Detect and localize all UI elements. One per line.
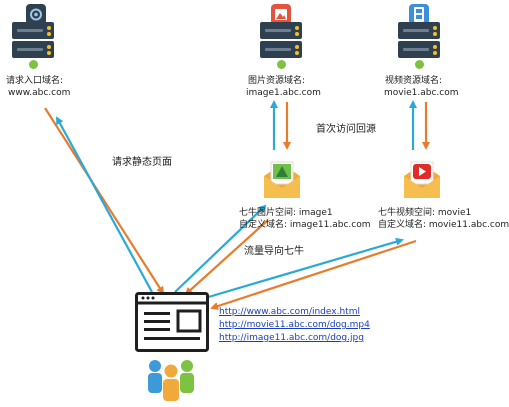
settings-badge-icon (26, 4, 46, 25)
image-source-label-title: 图片资源域名: (248, 76, 306, 86)
arrow-image-request (174, 204, 267, 293)
entry-label-title: 请求入口域名: (6, 76, 64, 86)
qiniu-image-label-space: 七牛图片空间: image1 (239, 208, 333, 218)
image-source-server-icon (260, 22, 302, 60)
image-source-label-domain: image1.abc.com (246, 88, 321, 98)
qiniu-video-label-domain: 自定义域名: movie11.abc.com (378, 220, 509, 230)
status-dot (415, 60, 424, 69)
link-index-page[interactable]: http://www.abc.com/index.html (219, 307, 360, 317)
arrow-image-response (184, 219, 269, 296)
edge-label-first-visit: 首次访问回源 (316, 124, 376, 135)
status-dot (29, 60, 38, 69)
video-envelope-icon (402, 156, 442, 204)
qiniu-video-label-space: 七牛视频空间: movie1 (378, 208, 472, 218)
arrow-static-response (56, 116, 153, 293)
browser-window-icon (135, 292, 209, 356)
image-badge-icon (271, 4, 291, 25)
link-image-file[interactable]: http://image11.abc.com/dog.jpg (219, 333, 364, 343)
image-envelope-icon (262, 156, 302, 204)
arrow-video-request (204, 237, 404, 300)
link-video-file[interactable]: http://movie11.abc.com/dog.mp4 (219, 320, 370, 330)
film-badge-icon (409, 4, 429, 25)
edge-label-redirect: 流量导向七牛 (244, 246, 304, 257)
arrow-video-response (210, 239, 417, 310)
video-source-label-title: 视频资源域名: (385, 76, 443, 86)
status-dot (277, 60, 286, 69)
qiniu-image-label-domain: 自定义域名: image11.abc.com (239, 220, 371, 230)
video-source-label-domain: movie1.abc.com (384, 88, 459, 98)
arrow-static-request (44, 107, 165, 295)
edge-label-static-page: 请求静态页面 (112, 157, 172, 168)
entry-server-icon (12, 22, 54, 60)
entry-label-domain: www.abc.com (8, 88, 71, 98)
video-source-server-icon (398, 22, 440, 60)
users-group-icon (145, 358, 197, 406)
